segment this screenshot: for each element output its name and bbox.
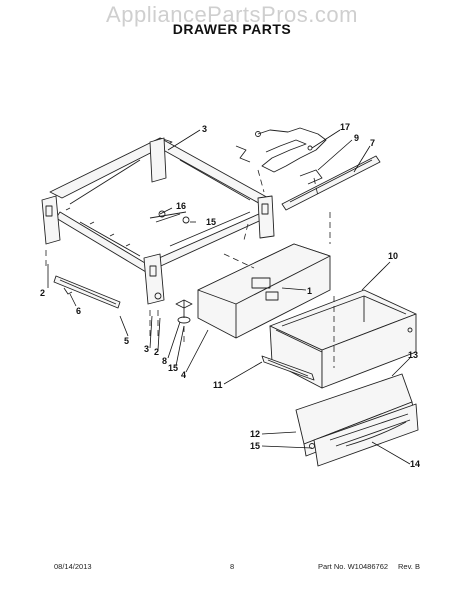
callout-2-bottom: 2: [154, 347, 159, 357]
footer-part-number: Part No. W10486762: [318, 562, 389, 571]
callout-3-bottom: 3: [144, 344, 149, 354]
callout-14: 14: [410, 459, 420, 469]
callout-17: 17: [340, 122, 350, 132]
footer-date: 08/14/2013: [54, 562, 92, 571]
callout-numbers: 3 17 9 7 16 15 10 1 2 6 5 3 2 8 15 4 11 …: [40, 122, 420, 469]
callout-15-c: 15: [250, 441, 260, 451]
footer-revision: Rev. B: [398, 562, 420, 571]
callout-12: 12: [250, 429, 260, 439]
callout-9: 9: [354, 133, 359, 143]
slide-rail: [53, 275, 121, 309]
callout-10: 10: [388, 251, 398, 261]
callout-7: 7: [370, 138, 375, 148]
vent-trim: [281, 155, 381, 211]
callout-13: 13: [408, 350, 418, 360]
drawer-front: [295, 373, 419, 467]
leveler-foot: [175, 299, 193, 324]
callout-15-a: 15: [206, 217, 216, 227]
leader-lines: [47, 129, 411, 465]
callout-15-b: 15: [168, 363, 178, 373]
callout-4: 4: [181, 370, 186, 380]
drawer-slide: [261, 355, 315, 381]
heating-element: [235, 127, 327, 185]
drawer-rear-panel: [197, 243, 331, 339]
page-title: DRAWER PARTS: [172, 21, 292, 37]
callout-1: 1: [307, 286, 312, 296]
assembly-guide-lines: [45, 169, 335, 368]
footer-page-number: 8: [230, 562, 235, 571]
frame-assembly: [41, 137, 275, 305]
callout-6: 6: [76, 306, 81, 316]
callout-5: 5: [124, 336, 129, 346]
bracket-assembly: [149, 210, 190, 224]
callout-11: 11: [213, 380, 223, 390]
watermark: AppliancePartsPros.com: [106, 2, 358, 27]
callout-3-top: 3: [202, 124, 207, 134]
callout-2-left: 2: [40, 288, 45, 298]
callout-16: 16: [176, 201, 186, 211]
callout-8: 8: [162, 356, 167, 366]
